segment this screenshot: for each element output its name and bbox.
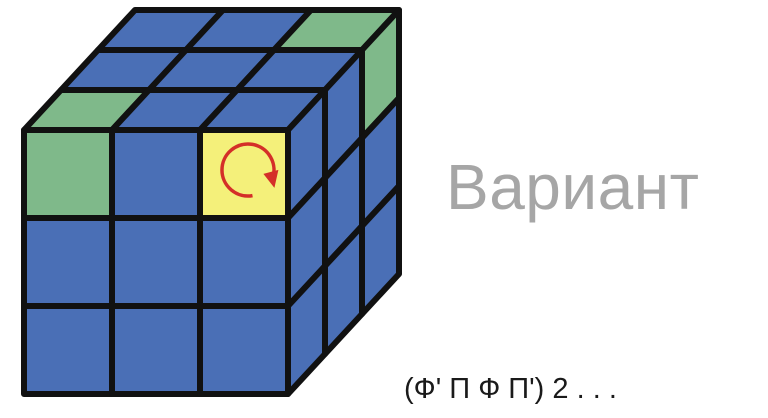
front-face-cell	[21, 215, 115, 309]
variant-title: Вариант	[446, 151, 700, 223]
front-face-cell	[197, 215, 291, 309]
front-face-cell	[21, 303, 115, 397]
right-face-cell	[359, 183, 402, 317]
rotation-arrow-arc	[220, 142, 276, 198]
front-face-cell	[109, 215, 203, 309]
rotation-arrow-head	[263, 169, 279, 188]
front-face-cell	[109, 303, 203, 397]
front-face-cell	[109, 127, 203, 221]
front-face-cell	[21, 127, 115, 221]
front-face-cell	[197, 303, 291, 397]
clockwise-rotation-arrow-icon	[220, 142, 279, 198]
move-formula: (Ф' П Ф П') 2 . . .	[404, 373, 617, 405]
